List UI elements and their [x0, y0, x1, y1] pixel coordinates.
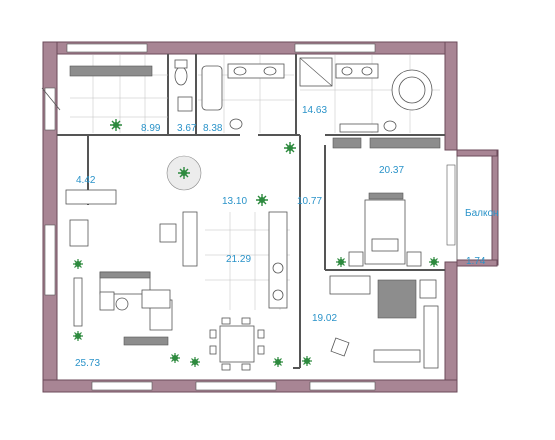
plant-icon [178, 167, 190, 179]
plant-icon [73, 259, 83, 269]
room-area-bath-1: 8.38 [203, 123, 223, 134]
balcony-caption: Балкон [465, 208, 499, 219]
plant-icon [302, 356, 312, 366]
balcony: Балкон [456, 149, 499, 267]
room-area-corridor: 13.10 [222, 196, 247, 207]
room-area-bath-2: 14.63 [302, 105, 327, 116]
outer-walls [41, 41, 458, 393]
room-area-living: 25.73 [75, 358, 100, 369]
plant-icon [256, 194, 268, 206]
room-area-bedroom-1: 20.37 [379, 165, 404, 176]
room-area-bedroom-2: 19.02 [312, 313, 337, 324]
room-area-kitchen: 21.29 [226, 254, 251, 265]
plants [73, 119, 439, 367]
room-area-balcony: 1.74 [466, 256, 486, 267]
plant-icon [73, 331, 83, 341]
interior-walls [57, 54, 445, 369]
room-area-wc: 3.67 [177, 123, 197, 134]
room-labels: 4.42 8.99 3.67 8.38 14.63 20.37 13.10 10… [75, 105, 486, 369]
plant-icon [429, 257, 439, 267]
plant-icon [190, 357, 200, 367]
plant-icon [273, 357, 283, 367]
fixtures [65, 57, 441, 371]
plant-icon [336, 257, 346, 267]
plant-icon [110, 119, 122, 131]
room-area-hall-2: 10.77 [297, 196, 322, 207]
plant-icon [284, 142, 296, 154]
room-area-wardrobe: 8.99 [141, 123, 161, 134]
room-area-hall-small: 4.42 [76, 175, 96, 186]
plant-icon [170, 353, 180, 363]
